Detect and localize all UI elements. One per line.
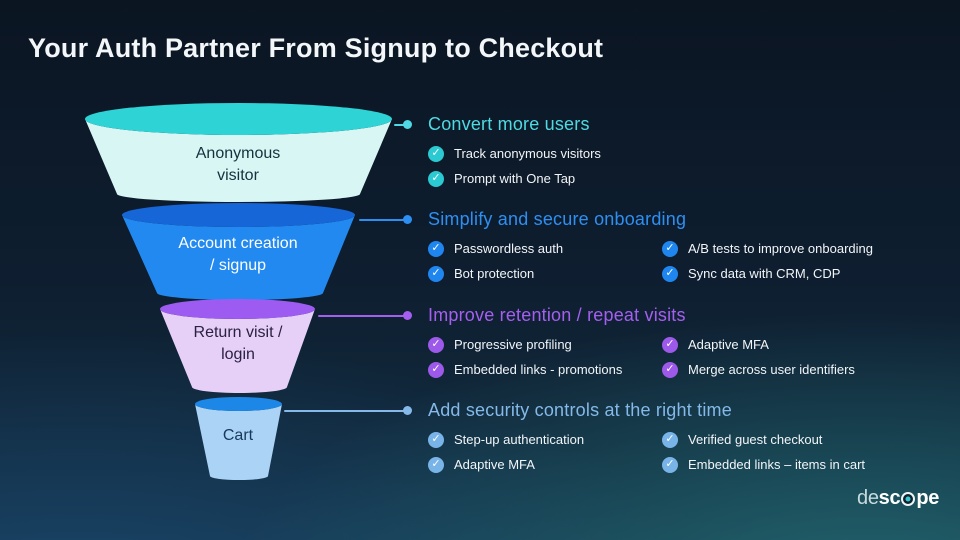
feature-label: Merge across user identifiers xyxy=(688,362,855,377)
connector-line-4 xyxy=(284,410,405,412)
check-icon: ✓ xyxy=(662,431,678,448)
funnel-stage-account-creation xyxy=(122,203,355,300)
section-improve-retention: Improve retention / repeat visits ✓ Prog… xyxy=(428,304,943,382)
check-icon: ✓ xyxy=(428,361,444,378)
funnel-stage-anonymous-visitor xyxy=(85,103,392,202)
feature-label: A/B tests to improve onboarding xyxy=(688,241,873,256)
check-icon: ✓ xyxy=(428,240,444,257)
section-convert-more-users: Convert more users ✓ Track anonymous vis… xyxy=(428,113,943,191)
check-icon: ✓ xyxy=(428,170,444,187)
check-icon: ✓ xyxy=(428,336,444,353)
feature-item: ✓ Sync data with CRM, CDP xyxy=(662,261,943,286)
feature-label: Progressive profiling xyxy=(454,337,572,352)
feature-label: Verified guest checkout xyxy=(688,432,823,447)
check-icon: ✓ xyxy=(662,240,678,257)
feature-item: ✓ A/B tests to improve onboarding xyxy=(662,236,943,261)
check-icon: ✓ xyxy=(428,431,444,448)
descope-eye-icon xyxy=(901,491,916,506)
feature-item: ✓ Step-up authentication xyxy=(428,427,662,452)
feature-item: ✓ Embedded links – items in cart xyxy=(662,452,943,477)
feature-label: Sync data with CRM, CDP xyxy=(688,266,841,281)
feature-label: Passwordless auth xyxy=(454,241,564,256)
connector-line-2 xyxy=(359,219,405,221)
section-header: Improve retention / repeat visits xyxy=(428,305,686,325)
feature-item: ✓ Passwordless auth xyxy=(428,236,662,261)
feature-item: ✓ Prompt with One Tap xyxy=(428,166,662,191)
feature-item: ✓ Adaptive MFA xyxy=(428,452,662,477)
section-security-controls: Add security controls at the right time … xyxy=(428,399,943,477)
feature-label: Track anonymous visitors xyxy=(454,146,601,161)
feature-label: Embedded links – items in cart xyxy=(688,457,866,472)
funnel-diagram xyxy=(85,103,392,480)
logo-text-de: de xyxy=(857,487,879,509)
check-icon: ✓ xyxy=(662,265,678,282)
funnel-stage-top xyxy=(195,397,282,411)
feature-item: ✓ Verified guest checkout xyxy=(662,427,943,452)
feature-label: Prompt with One Tap xyxy=(454,171,576,186)
funnel-stage-body xyxy=(195,404,282,480)
check-icon: ✓ xyxy=(662,336,678,353)
connector-line-1 xyxy=(394,124,405,126)
check-icon: ✓ xyxy=(662,456,678,473)
connector-dot-3 xyxy=(403,311,412,320)
connector-line-3 xyxy=(318,315,405,317)
funnel-stage-body xyxy=(160,309,315,393)
feature-item: ✓ Track anonymous visitors xyxy=(428,141,662,166)
feature-label: Adaptive MFA xyxy=(454,457,535,472)
feature-item: ✓ Progressive profiling xyxy=(428,332,662,357)
logo-dot xyxy=(905,496,911,501)
funnel-label-return-visit: Return visit / login xyxy=(193,324,283,363)
funnel-stage-top xyxy=(160,299,315,319)
funnel-stage-cart xyxy=(195,397,282,480)
feature-item: ✓ Adaptive MFA xyxy=(662,332,943,357)
check-icon: ✓ xyxy=(428,145,444,162)
page-title: Your Auth Partner From Signup to Checkou… xyxy=(28,33,604,63)
feature-item: ✓ Embedded links - promotions xyxy=(428,357,662,382)
logo-text-pe: pe xyxy=(916,487,940,509)
funnel-label-anonymous-visitor: Anonymous visitor xyxy=(195,145,281,184)
section-header: Add security controls at the right time xyxy=(428,400,732,420)
funnel-label-account-creation: Account creation / signup xyxy=(178,235,298,274)
feature-label: Embedded links - promotions xyxy=(454,362,623,377)
feature-label: Adaptive MFA xyxy=(688,337,769,352)
feature-label: Step-up authentication xyxy=(454,432,585,447)
section-simplify-onboarding: Simplify and secure onboarding ✓ Passwor… xyxy=(428,208,943,286)
funnel-stage-return-visit xyxy=(160,299,315,393)
section-header: Simplify and secure onboarding xyxy=(428,209,687,229)
connector-dot-1 xyxy=(403,120,412,129)
feature-label: Bot protection xyxy=(454,266,535,281)
feature-item: ✓ Bot protection xyxy=(428,261,662,286)
connector-dot-2 xyxy=(403,215,412,224)
check-icon: ✓ xyxy=(428,265,444,282)
funnel-stage-body xyxy=(85,119,392,202)
feature-item: ✓ Merge across user identifiers xyxy=(662,357,943,382)
logo-text-sc: sc xyxy=(878,487,901,509)
connector-dot-4 xyxy=(403,406,412,415)
check-icon: ✓ xyxy=(662,361,678,378)
section-header: Convert more users xyxy=(428,114,590,134)
funnel-stage-body xyxy=(122,215,355,300)
funnel-stage-top xyxy=(122,203,355,227)
funnel-label-cart: Cart xyxy=(222,427,254,444)
funnel-stage-top xyxy=(85,103,392,135)
check-icon: ✓ xyxy=(428,456,444,473)
